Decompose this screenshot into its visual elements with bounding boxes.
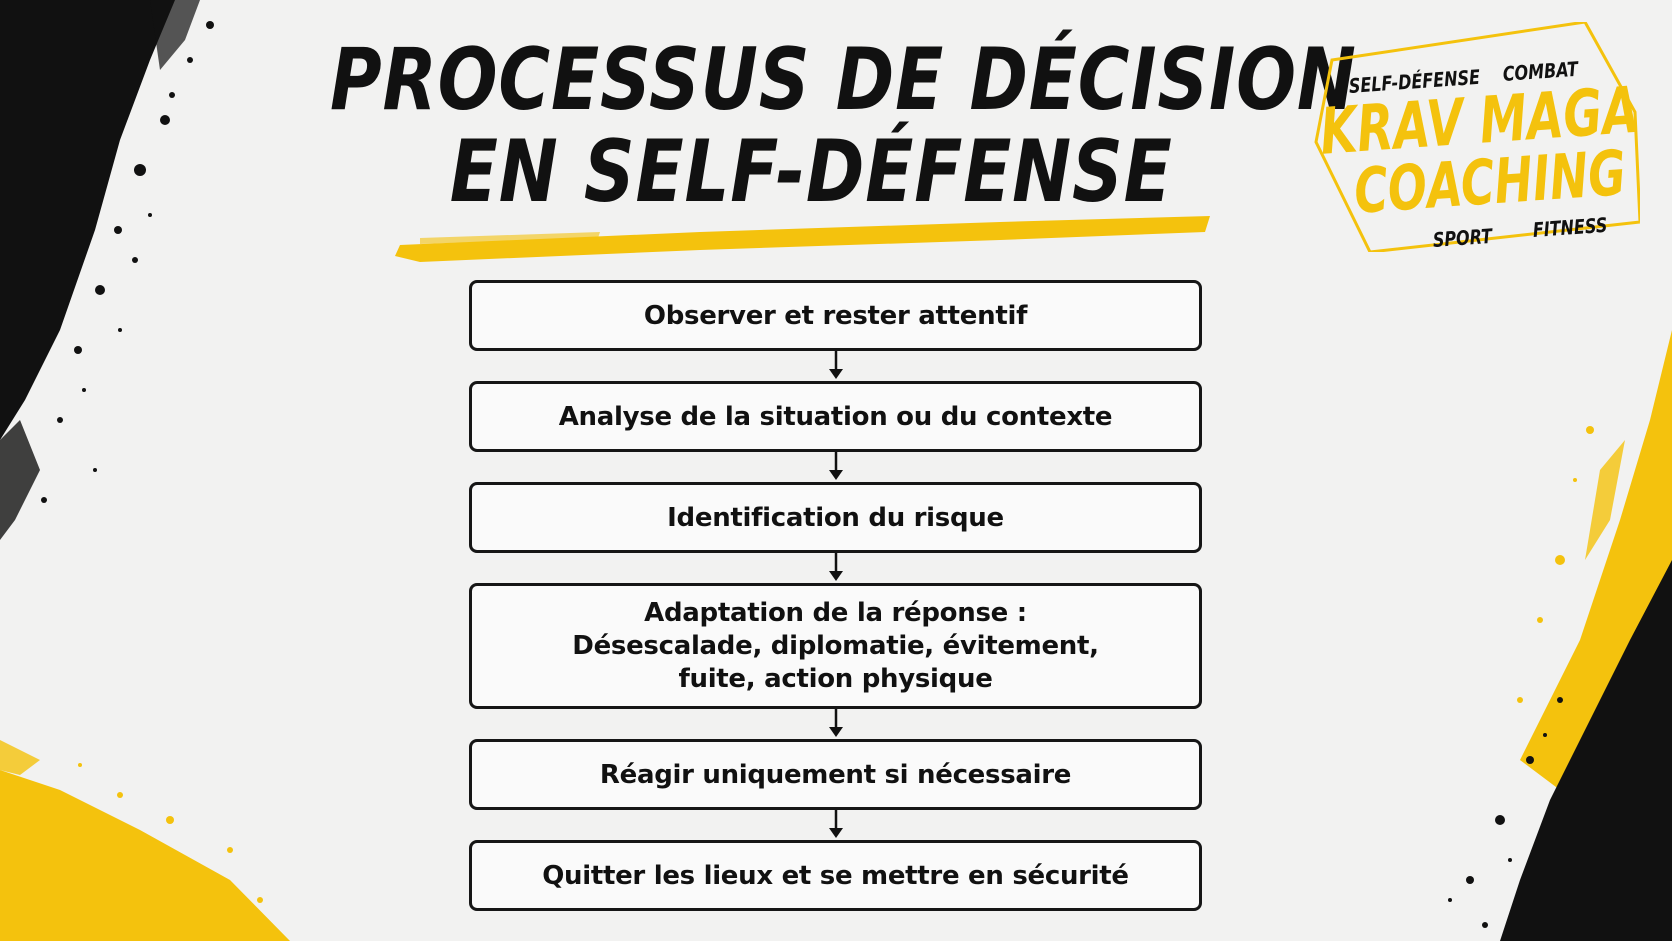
logo-hexagon-outline xyxy=(1314,22,1640,252)
step-label: Observer et rester attentif xyxy=(643,300,1028,331)
left-black-brush xyxy=(0,0,214,540)
title-underline-brush xyxy=(395,216,1210,262)
arrow-down-icon xyxy=(469,553,1202,583)
step-label: Identification du risque xyxy=(667,502,1004,533)
step-label-line-1: Adaptation de la réponse : xyxy=(644,597,1027,628)
decision-flowchart: Observer et rester attentif Analyse de l… xyxy=(469,280,1202,911)
krav-maga-coaching-logo: SELF-DÉFENSE COMBAT KRAV MAGA COACHING S… xyxy=(1310,22,1641,252)
step-observe: Observer et rester attentif xyxy=(469,280,1202,351)
step-label-line-3: fuite, action physique xyxy=(678,663,993,694)
title-line-1: PROCESSUS DE DÉCISION xyxy=(330,30,1357,130)
arrow-down-icon xyxy=(469,351,1202,381)
page-title: PROCESSUS DE DÉCISION EN SELF-DÉFENSE xyxy=(330,30,1357,222)
step-analyse: Analyse de la situation ou du contexte xyxy=(469,381,1202,452)
bottom-left-yellow-brush xyxy=(0,740,290,941)
step-label-line-2: Désescalade, diplomatie, évitement, xyxy=(572,630,1099,661)
step-identify-risk: Identification du risque xyxy=(469,482,1202,553)
arrow-down-icon xyxy=(469,810,1202,840)
step-react-if-necessary: Réagir uniquement si nécessaire xyxy=(469,739,1202,810)
step-label: Réagir uniquement si nécessaire xyxy=(599,759,1072,790)
step-label: Analyse de la situation ou du contexte xyxy=(558,401,1113,432)
step-adapt-response: Adaptation de la réponse : Désescalade, … xyxy=(469,583,1202,709)
step-leave-to-safety: Quitter les lieux et se mettre en sécuri… xyxy=(469,840,1202,911)
arrow-down-icon xyxy=(469,452,1202,482)
step-label: Quitter les lieux et se mettre en sécuri… xyxy=(542,860,1129,891)
arrow-down-icon xyxy=(469,709,1202,739)
title-line-2: EN SELF-DÉFENSE xyxy=(449,122,1173,222)
logo-tag-sport: SPORT xyxy=(1432,223,1493,252)
right-black-brush xyxy=(1448,560,1672,941)
